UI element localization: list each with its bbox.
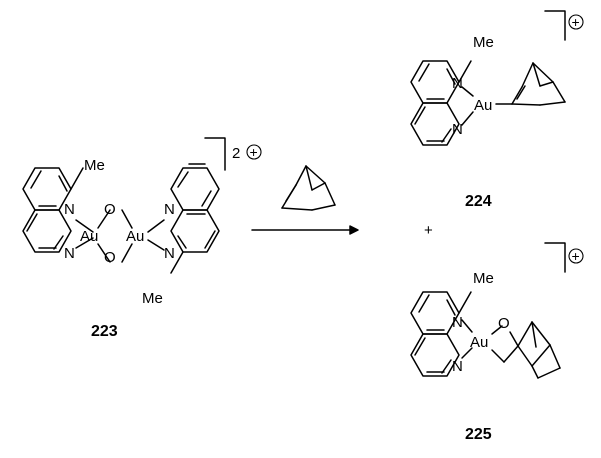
nitrogen-label-224-2: N [452,121,463,138]
nitrogen-label-225-2: N [452,358,463,375]
charge-sign-225: + [572,248,580,264]
oxygen-label-2: O [104,249,116,266]
compound-225: Me N N Au O 225 + [410,242,584,443]
compound-number-223: 223 [91,323,118,340]
gold-label-225: Au [470,334,488,351]
nitrogen-label-1: N [64,201,75,218]
nitrogen-label-4: N [164,245,175,262]
reaction-arrow [251,225,359,235]
nitrogen-label-224-1: N [452,75,463,92]
norbornene-icon [281,165,336,211]
gold-label-2: Au [126,228,144,245]
charge-sign-224: + [572,14,580,30]
nitrogen-label-3: N [164,201,175,218]
charge-sign-223: + [250,144,258,160]
charge-circle-223 [246,144,262,160]
gold-label-224: Au [474,97,492,114]
compound-224: Me N N Au 224 + [410,10,584,210]
charge-number-223: 2 [232,145,240,162]
nitrogen-label-2: N [64,245,75,262]
charge-circle-225 [568,248,584,264]
methyl-label-225: Me [473,270,494,287]
compound-number-224: 224 [465,193,492,210]
plus-sign: + [424,222,433,239]
oxygen-label-225: O [498,315,510,332]
charge-circle-224 [568,14,584,30]
oxygen-label-1: O [104,201,116,218]
compound-223: Me N N Au O O Au N N Me 223 2 + [22,137,262,340]
methyl-label-2: Me [142,290,163,307]
gold-label-1: Au [80,228,98,245]
compound-number-225: 225 [465,426,492,443]
methyl-label-224: Me [473,34,494,51]
nitrogen-label-225-1: N [452,314,463,331]
methyl-label-1: Me [84,157,105,174]
